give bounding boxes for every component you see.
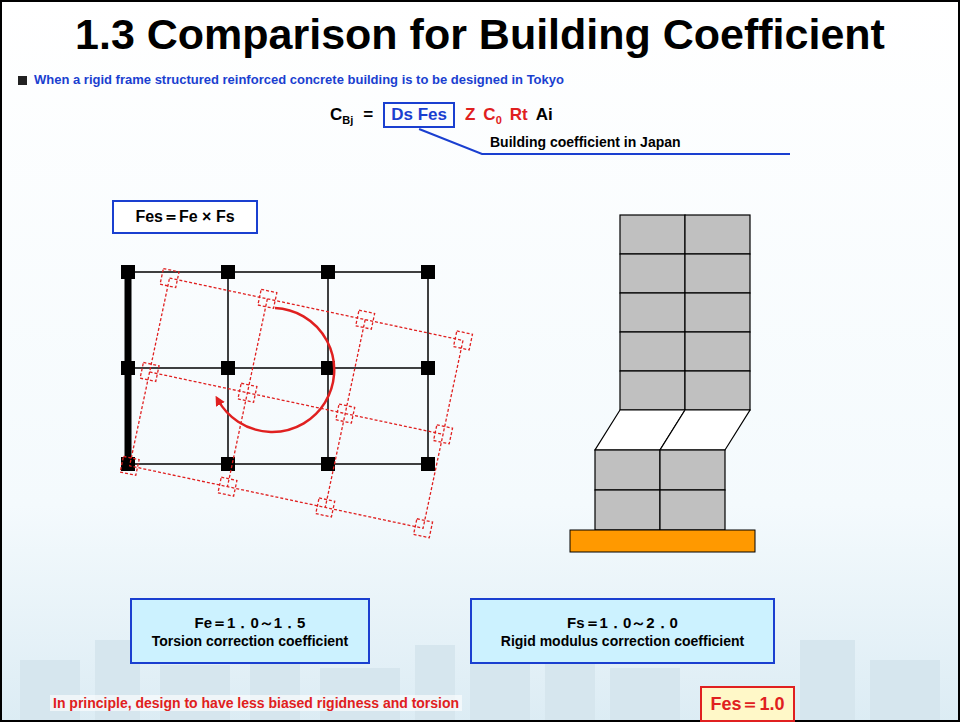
- title: 1.3 Comparison for Building Coefficient: [0, 10, 960, 59]
- node-heading: Fes＝Fe × Fs: [135, 207, 234, 228]
- formula-symbol: =: [363, 105, 373, 125]
- subtitle: When a rigid frame structured reinforced…: [34, 72, 564, 87]
- bullet-square: [18, 76, 27, 85]
- design-note: In principle, design to have less biased…: [50, 695, 462, 711]
- leader-line: [419, 129, 790, 154]
- formula-subscript: 0: [496, 114, 502, 126]
- callout-label: Building coefficient in Japan: [490, 134, 681, 150]
- formula-symbol: Z: [465, 105, 475, 125]
- formula-symbol: C: [330, 105, 342, 125]
- formula-symbol: C: [483, 105, 495, 125]
- coefficient-box: Fs＝1．0～2．0Rigid modulus correction coeff…: [470, 598, 775, 664]
- node-heading: Fe＝1．0～1．5: [195, 614, 306, 633]
- torsion-arrow: [218, 308, 334, 432]
- coefficient-box: Fe＝1．0～1．5Torsion correction coefficient: [130, 598, 370, 664]
- columns: [121, 265, 435, 471]
- building-elevation: [595, 215, 750, 530]
- node-heading: Fs＝1．0～2．0: [567, 614, 678, 633]
- node-heading: Fes＝1.0: [710, 692, 784, 716]
- leader-line: [419, 129, 790, 154]
- formula-row: CBj=Ds FesZC0RtAi: [330, 102, 553, 128]
- node-text: Rigid modulus correction coefficient: [501, 633, 744, 649]
- formula-subscript: Bj: [342, 114, 353, 126]
- node-text: Torsion correction coefficient: [152, 633, 349, 649]
- coefficient-box: Fes＝Fe × Fs: [112, 200, 258, 234]
- result-box: Fes＝1.0: [700, 686, 795, 722]
- formula-symbol: Rt: [510, 105, 528, 125]
- twisted-grid: [120, 269, 472, 538]
- highlight-box: Ds Fes: [383, 102, 455, 128]
- formula-symbol: Ai: [536, 105, 553, 125]
- foundation: [570, 530, 755, 552]
- node-heading: Ds Fes: [391, 105, 447, 125]
